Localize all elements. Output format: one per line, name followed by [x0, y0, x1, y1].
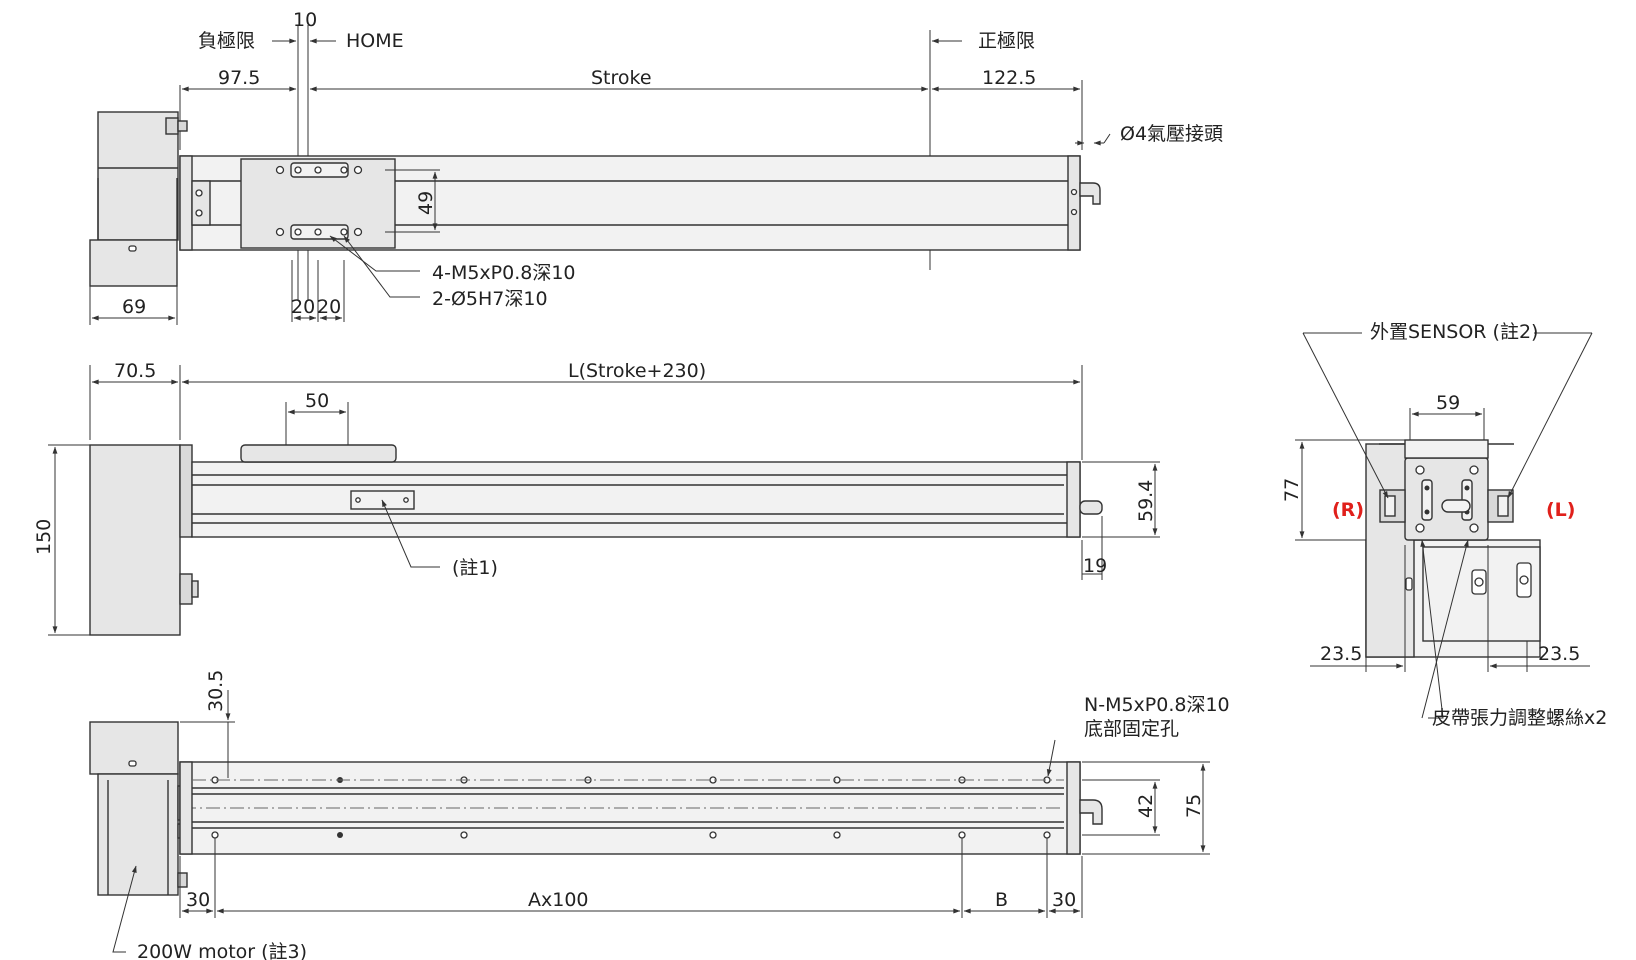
- motor-width-value: 69: [122, 296, 146, 318]
- tap-note: 4-M5xP0.8深10: [432, 262, 576, 284]
- hole-pitch-b-value: 20: [317, 296, 341, 318]
- rail-pitch-value: 42: [1135, 794, 1157, 818]
- pitch-label: Ax100: [528, 889, 589, 911]
- home-label: HOME: [346, 30, 404, 52]
- end-height-value: 77: [1281, 478, 1303, 502]
- hole-pitch-a-value: 20: [291, 296, 315, 318]
- motor-note: 200W motor (註3): [137, 941, 307, 960]
- end-width-value: 59: [1436, 392, 1460, 414]
- home-offset-value: 10: [293, 9, 317, 31]
- air-fitting-label: Ø4氣壓接頭: [1120, 123, 1223, 145]
- offset-left-value: 23.5: [1320, 643, 1362, 665]
- body-height-value: 59.4: [1135, 480, 1157, 522]
- belt-note: 皮帶張力調整螺絲x2: [1432, 707, 1607, 729]
- width-value: 75: [1183, 794, 1205, 818]
- right-end-value: 30: [1052, 889, 1076, 911]
- hole-note-1: N-M5xP0.8深10: [1084, 694, 1230, 716]
- neg-limit-label: 負極限: [198, 30, 255, 52]
- side-view: 70.5 L(Stroke+230) 50 150 59.4 19 (註1): [33, 360, 1160, 636]
- left-mark: (L): [1546, 499, 1575, 521]
- overall-length-label: L(Stroke+230): [568, 360, 706, 382]
- hole-note-2: 底部固定孔: [1084, 718, 1179, 740]
- left-end-value: 30: [186, 889, 210, 911]
- offset-top-value: 30.5: [205, 670, 227, 712]
- height-value: 150: [33, 519, 55, 555]
- b-length-label: B: [995, 889, 1008, 911]
- top-view: 負極限 10 HOME 正極限 97.5 Stroke 122.5 Ø4氣壓接頭…: [89, 9, 1223, 325]
- left-travel-value: 97.5: [218, 67, 260, 89]
- pin-note: 2-Ø5H7深10: [432, 288, 548, 310]
- offset-right-value: 23.5: [1538, 643, 1580, 665]
- right-travel-value: 122.5: [982, 67, 1036, 89]
- pitch-height-value: 49: [415, 191, 437, 215]
- right-mark: (R): [1332, 499, 1364, 521]
- note1-label: (註1): [452, 557, 498, 579]
- carriage-width-value: 50: [305, 390, 329, 412]
- stroke-label: Stroke: [591, 67, 652, 89]
- end-view: 外置SENSOR (註2) 59 77 (R) (L) 23.5 23.5 皮帶…: [1281, 321, 1607, 729]
- end-offset-value: 19: [1083, 555, 1107, 577]
- pos-limit-label: 正極限: [978, 30, 1035, 52]
- bottom-view: 30.5 N-M5xP0.8深10 底部固定孔 42 75 30 Ax100 B…: [89, 670, 1230, 960]
- sensor-note: 外置SENSOR (註2): [1370, 321, 1538, 343]
- motor-length-value: 70.5: [114, 360, 156, 382]
